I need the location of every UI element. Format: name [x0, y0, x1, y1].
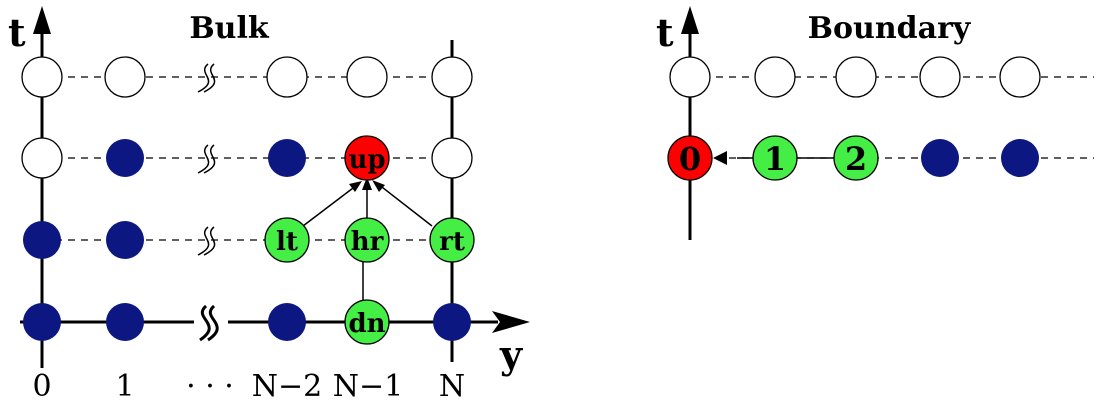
rt-to-up-arrow: [377, 183, 433, 227]
hr-node: [344, 217, 390, 263]
empty-node: [919, 56, 961, 98]
dn-node-label: dn: [348, 309, 385, 339]
arrow-1-to-0-head: [713, 151, 727, 165]
lt-node: [264, 217, 310, 263]
empty-node: [21, 56, 63, 98]
filled-node: [106, 221, 144, 259]
break-stroke: [199, 304, 211, 342]
empty-node: [346, 56, 388, 98]
empty-node: [431, 56, 473, 98]
empty-node: [669, 56, 711, 98]
filled-node: [433, 303, 471, 341]
up-node-label: up: [348, 145, 385, 175]
axis-break-marks: [197, 63, 216, 256]
bulk-arrowheads: [349, 177, 385, 192]
empty-node: [266, 56, 308, 98]
arrowhead: [372, 180, 385, 192]
x-tick-label: N−2: [252, 369, 322, 404]
filled-node: [921, 139, 959, 177]
filled-node: [268, 303, 306, 341]
bulk-y-arrowhead: [492, 311, 530, 333]
boundary-t-axis-label: t: [656, 10, 674, 55]
empty-node: [104, 56, 146, 98]
lt-to-up-arrow: [302, 184, 358, 227]
x-tick-label: N−1: [333, 369, 403, 404]
boundary-node-0-label: 0: [679, 140, 701, 178]
bulk-row-4: [21, 56, 473, 98]
bulk-row-2: [23, 221, 144, 259]
bulk-axes: [20, 30, 498, 368]
up-node: [344, 135, 390, 181]
boundary-node-1-label: 1: [764, 140, 786, 178]
bulk-panel: t y Bulk: [8, 6, 530, 404]
axis-break-mark-bottom: [199, 304, 219, 342]
empty-node: [835, 56, 877, 98]
filled-node: [106, 303, 144, 341]
boundary-node-1: [752, 135, 798, 181]
bulk-row-1: [23, 303, 471, 341]
empty-node: [21, 137, 63, 179]
bulk-t-arrowhead: [33, 6, 51, 34]
filled-node: [23, 221, 61, 259]
empty-node: [754, 56, 796, 98]
arrowhead: [362, 177, 372, 190]
boundary-row-top: [669, 56, 1041, 98]
break-stroke: [207, 304, 219, 342]
x-tick-label: 0: [32, 369, 51, 404]
boundary-panel: t Boundary 0 1 2: [656, 6, 1094, 240]
break-mark-row-3: [197, 144, 216, 174]
dn-node: [344, 299, 390, 345]
x-tick-label: 1: [115, 369, 134, 404]
bulk-t-axis-label: t: [8, 10, 26, 55]
rt-node-label: rt: [439, 227, 465, 257]
filled-node: [106, 139, 144, 177]
bulk-row-3: [21, 137, 473, 179]
boundary-node-0: [667, 135, 713, 181]
break-mark-row-2: [197, 226, 216, 256]
x-tick-label: · · ·: [186, 369, 234, 404]
hr-node-label: hr: [351, 227, 384, 257]
filled-node: [23, 303, 61, 341]
filled-node: [268, 139, 306, 177]
empty-node: [999, 56, 1041, 98]
arrowhead: [349, 181, 362, 192]
lt-node-label: lt: [276, 227, 298, 257]
boundary-node-2: [833, 135, 879, 181]
empty-node: [431, 137, 473, 179]
bulk-title: Bulk: [189, 11, 270, 46]
boundary-node-2-label: 2: [845, 140, 867, 178]
boundary-t-arrowhead: [681, 6, 699, 34]
filled-node: [1001, 139, 1039, 177]
rt-node: [429, 217, 475, 263]
bulk-x-ticks: 0 1 · · · N−2 N−1 N: [32, 369, 465, 404]
bulk-y-axis-label: y: [499, 332, 523, 377]
boundary-title: Boundary: [808, 11, 972, 46]
x-tick-label: N: [439, 369, 465, 404]
break-mark-row-4: [197, 63, 216, 93]
bulk-dashed-lines: [42, 76, 452, 241]
